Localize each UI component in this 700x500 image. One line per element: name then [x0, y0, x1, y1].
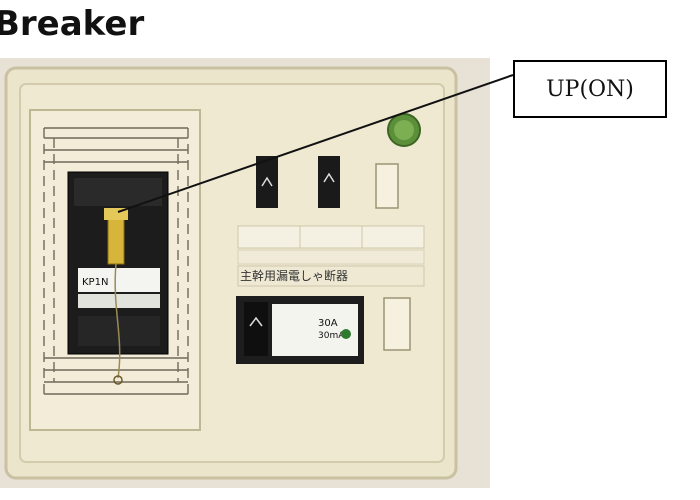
rating-main: 30A: [318, 318, 338, 329]
breaker-model-label: KP1N: [82, 277, 108, 288]
branch-switch-2: [318, 156, 340, 208]
test-button: [341, 329, 351, 339]
page-title: Breaker: [0, 4, 145, 44]
callout-label: UP(ON): [546, 76, 634, 102]
rating-sub: 30mA: [318, 331, 345, 341]
branch-switch-1: [256, 156, 278, 208]
blank-slot-2: [383, 297, 411, 351]
breaker-panel-photo: KP1N 主幹用漏電しゃ断器 30A 30mA: [0, 58, 490, 488]
blank-slot-1: [375, 163, 399, 209]
panel-caption: 主幹用漏電しゃ断器: [240, 268, 348, 283]
callout-up-on: UP(ON): [513, 60, 667, 118]
main-switch-lever: [107, 217, 125, 265]
